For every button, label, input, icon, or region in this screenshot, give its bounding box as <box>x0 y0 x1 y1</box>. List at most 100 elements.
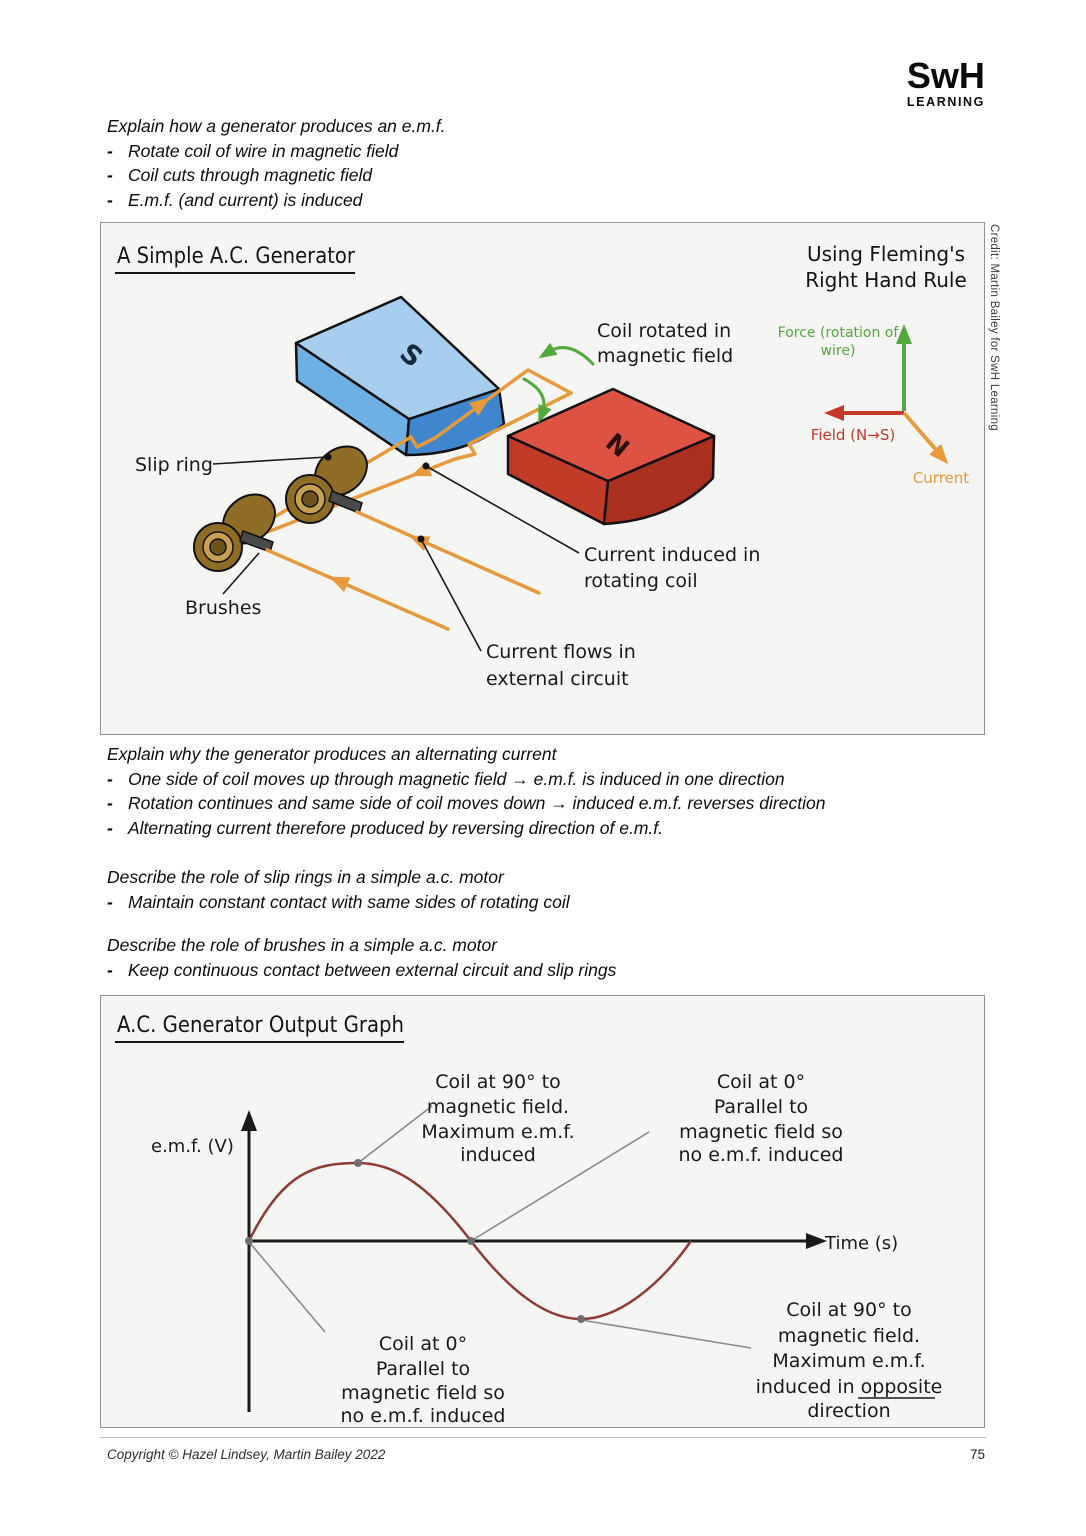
peak-dot <box>354 1159 362 1167</box>
trough-dot <box>577 1315 585 1323</box>
footer-rule <box>100 1437 986 1438</box>
qa-block-brushes: Describe the role of brushes in a simple… <box>107 933 987 982</box>
qa-block-slip-rings: Describe the role of slip rings in a sim… <box>107 865 987 914</box>
bullet-text: Keep continuous contact between external… <box>128 959 617 980</box>
ann-trough-line2: magnetic field. <box>778 1325 920 1347</box>
ann-zero-bottom-line2: Parallel to <box>376 1358 470 1380</box>
bullet-text: Coil cuts through magnetic field <box>128 165 373 186</box>
rotation-arrowhead-icon <box>538 403 552 424</box>
footer-copyright: Copyright © Hazel Lindsey, Martin Bailey… <box>107 1447 386 1462</box>
current-flows-label-line2: external circuit <box>486 668 629 690</box>
peak-leader <box>357 1105 433 1164</box>
external-wire-upper <box>355 510 541 595</box>
fleming-title-line1: Using Fleming's <box>807 242 965 266</box>
bullet-text: One side of coil moves up through magnet… <box>128 768 785 789</box>
bullet-dash: - <box>107 891 113 912</box>
y-axis-arrowhead-icon <box>241 1110 257 1131</box>
coil-current-arrowhead-icon <box>469 397 490 416</box>
current-label: Current <box>913 469 969 487</box>
diagram-labels: Slip ring Brushes Coil rotated in magnet… <box>135 320 760 690</box>
graph-annotations: Coil at 90° to magnetic field. Maximum e… <box>341 1071 943 1426</box>
coil-wire-upper-run <box>269 368 573 521</box>
magnet-north-top-face <box>506 387 716 483</box>
current-flows-label-line1: Current flows in <box>486 641 636 663</box>
bullet-dash: - <box>107 189 113 210</box>
ann-peak-line3: Maximum e.m.f. <box>421 1121 574 1143</box>
footer-page-number: 75 <box>969 1447 985 1462</box>
origin-dot <box>245 1237 253 1245</box>
qa-block-generator-emf: Explain how a generator produces an e.m.… <box>107 114 987 212</box>
bullet: -Maintain constant contact with same sid… <box>107 890 987 915</box>
slip-ring-hole <box>209 538 227 556</box>
current-flows-leader <box>420 538 482 652</box>
y-axis-label: e.m.f. (V) <box>151 1136 234 1157</box>
current-induced-label-line2: rotating coil <box>584 570 698 592</box>
bullet: -Rotation continues and same side of coi… <box>107 791 987 816</box>
coil-rotated-label-line1: Coil rotated in <box>597 320 731 342</box>
current-arrowhead-icon <box>929 443 949 465</box>
external-wire-lower <box>265 548 450 631</box>
force-arrowhead-icon <box>896 324 912 344</box>
figure-simple-ac-generator: A Simple A.C. Generator Using Fleming's … <box>100 222 985 735</box>
bullet-dash: - <box>107 959 113 980</box>
slip-ring-label: Slip ring <box>135 454 213 476</box>
bullet: -Coil cuts through magnetic field <box>107 163 987 188</box>
credit-vertical-text: Credit: Martin Bailey for SwH Learning <box>988 224 1000 431</box>
leader-dot <box>422 462 430 470</box>
ann-trough-line1: Coil at 90° to <box>786 1299 911 1321</box>
question: Describe the role of slip rings in a sim… <box>107 867 504 887</box>
leader-lines <box>212 456 580 652</box>
field-arrowhead-icon <box>824 405 844 421</box>
fleming-right-hand-rule: Using Fleming's Right Hand Rule Force (r… <box>778 242 970 487</box>
ann-trough-line3: Maximum e.m.f. <box>772 1350 925 1372</box>
force-label-line2: wire) <box>821 343 856 359</box>
brushes-leader <box>222 552 260 595</box>
logo-wordmark: SwH <box>906 55 985 96</box>
slip-ring-hole <box>301 490 319 508</box>
coil-wire-lower-run <box>196 391 573 561</box>
graph-marker-dots <box>245 1159 585 1323</box>
brushes-label: Brushes <box>185 597 261 619</box>
figure-output-graph: A.C. Generator Output Graph e.m.f. (V) T… <box>100 995 985 1428</box>
question: Describe the role of brushes in a simple… <box>107 935 498 955</box>
external-circuit-wires <box>265 510 541 631</box>
x-axis-label: Time (s) <box>824 1233 898 1254</box>
ann-trough-line5: direction <box>807 1400 890 1422</box>
force-label-line1: Force (rotation of <box>778 325 900 341</box>
generator-diagram: A Simple A.C. Generator Using Fleming's … <box>115 242 970 690</box>
current-axis-arrow <box>902 411 939 453</box>
logo-subtitle: LEARNING <box>906 95 985 109</box>
bullet-dash: - <box>107 817 113 838</box>
origin-leader <box>248 1241 326 1333</box>
ann-zero-top-line2: Parallel to <box>714 1096 808 1118</box>
bullet-dash: - <box>107 165 113 186</box>
current-induced-leader <box>425 465 580 554</box>
ann-zero-top-line4: no e.m.f. induced <box>679 1144 844 1166</box>
magnet-north-right-face <box>602 434 716 526</box>
bullet: -E.m.f. (and current) is induced <box>107 188 987 213</box>
ann-zero-bottom-line3: magnetic field so <box>341 1382 505 1404</box>
rotation-arc-upper <box>546 346 595 366</box>
bullet-text: Rotate coil of wire in magnetic field <box>128 140 399 161</box>
bullet: -One side of coil moves up through magne… <box>107 767 987 792</box>
magnet-south <box>294 295 506 457</box>
bullet-text: Rotation continues and same side of coil… <box>128 793 826 814</box>
bullet-text: Alternating current therefore produced b… <box>128 817 663 838</box>
ann-zero-top-line1: Coil at 0° <box>717 1071 805 1093</box>
output-graph: A.C. Generator Output Graph e.m.f. (V) T… <box>115 1013 943 1426</box>
ann-peak-line1: Coil at 90° to <box>435 1071 560 1093</box>
question: Explain why the generator produces an al… <box>107 744 557 764</box>
graph-leader-lines <box>248 1105 752 1349</box>
ann-zero-bottom-line1: Coil at 0° <box>379 1333 467 1355</box>
trough-leader <box>580 1319 752 1349</box>
current-induced-label-line1: Current induced in <box>584 544 760 566</box>
external-current-arrowhead-icon <box>328 576 351 592</box>
ann-zero-top-line3: magnetic field so <box>679 1121 843 1143</box>
bullet-text: Maintain constant contact with same side… <box>128 891 570 912</box>
coil-rotated-label-line2: magnetic field <box>597 345 733 367</box>
question: Explain how a generator produces an e.m.… <box>107 116 446 136</box>
slip-ring-leader <box>212 456 328 465</box>
x-axis-arrowhead-icon <box>806 1233 827 1249</box>
swh-logo: SwH LEARNING <box>907 58 985 109</box>
